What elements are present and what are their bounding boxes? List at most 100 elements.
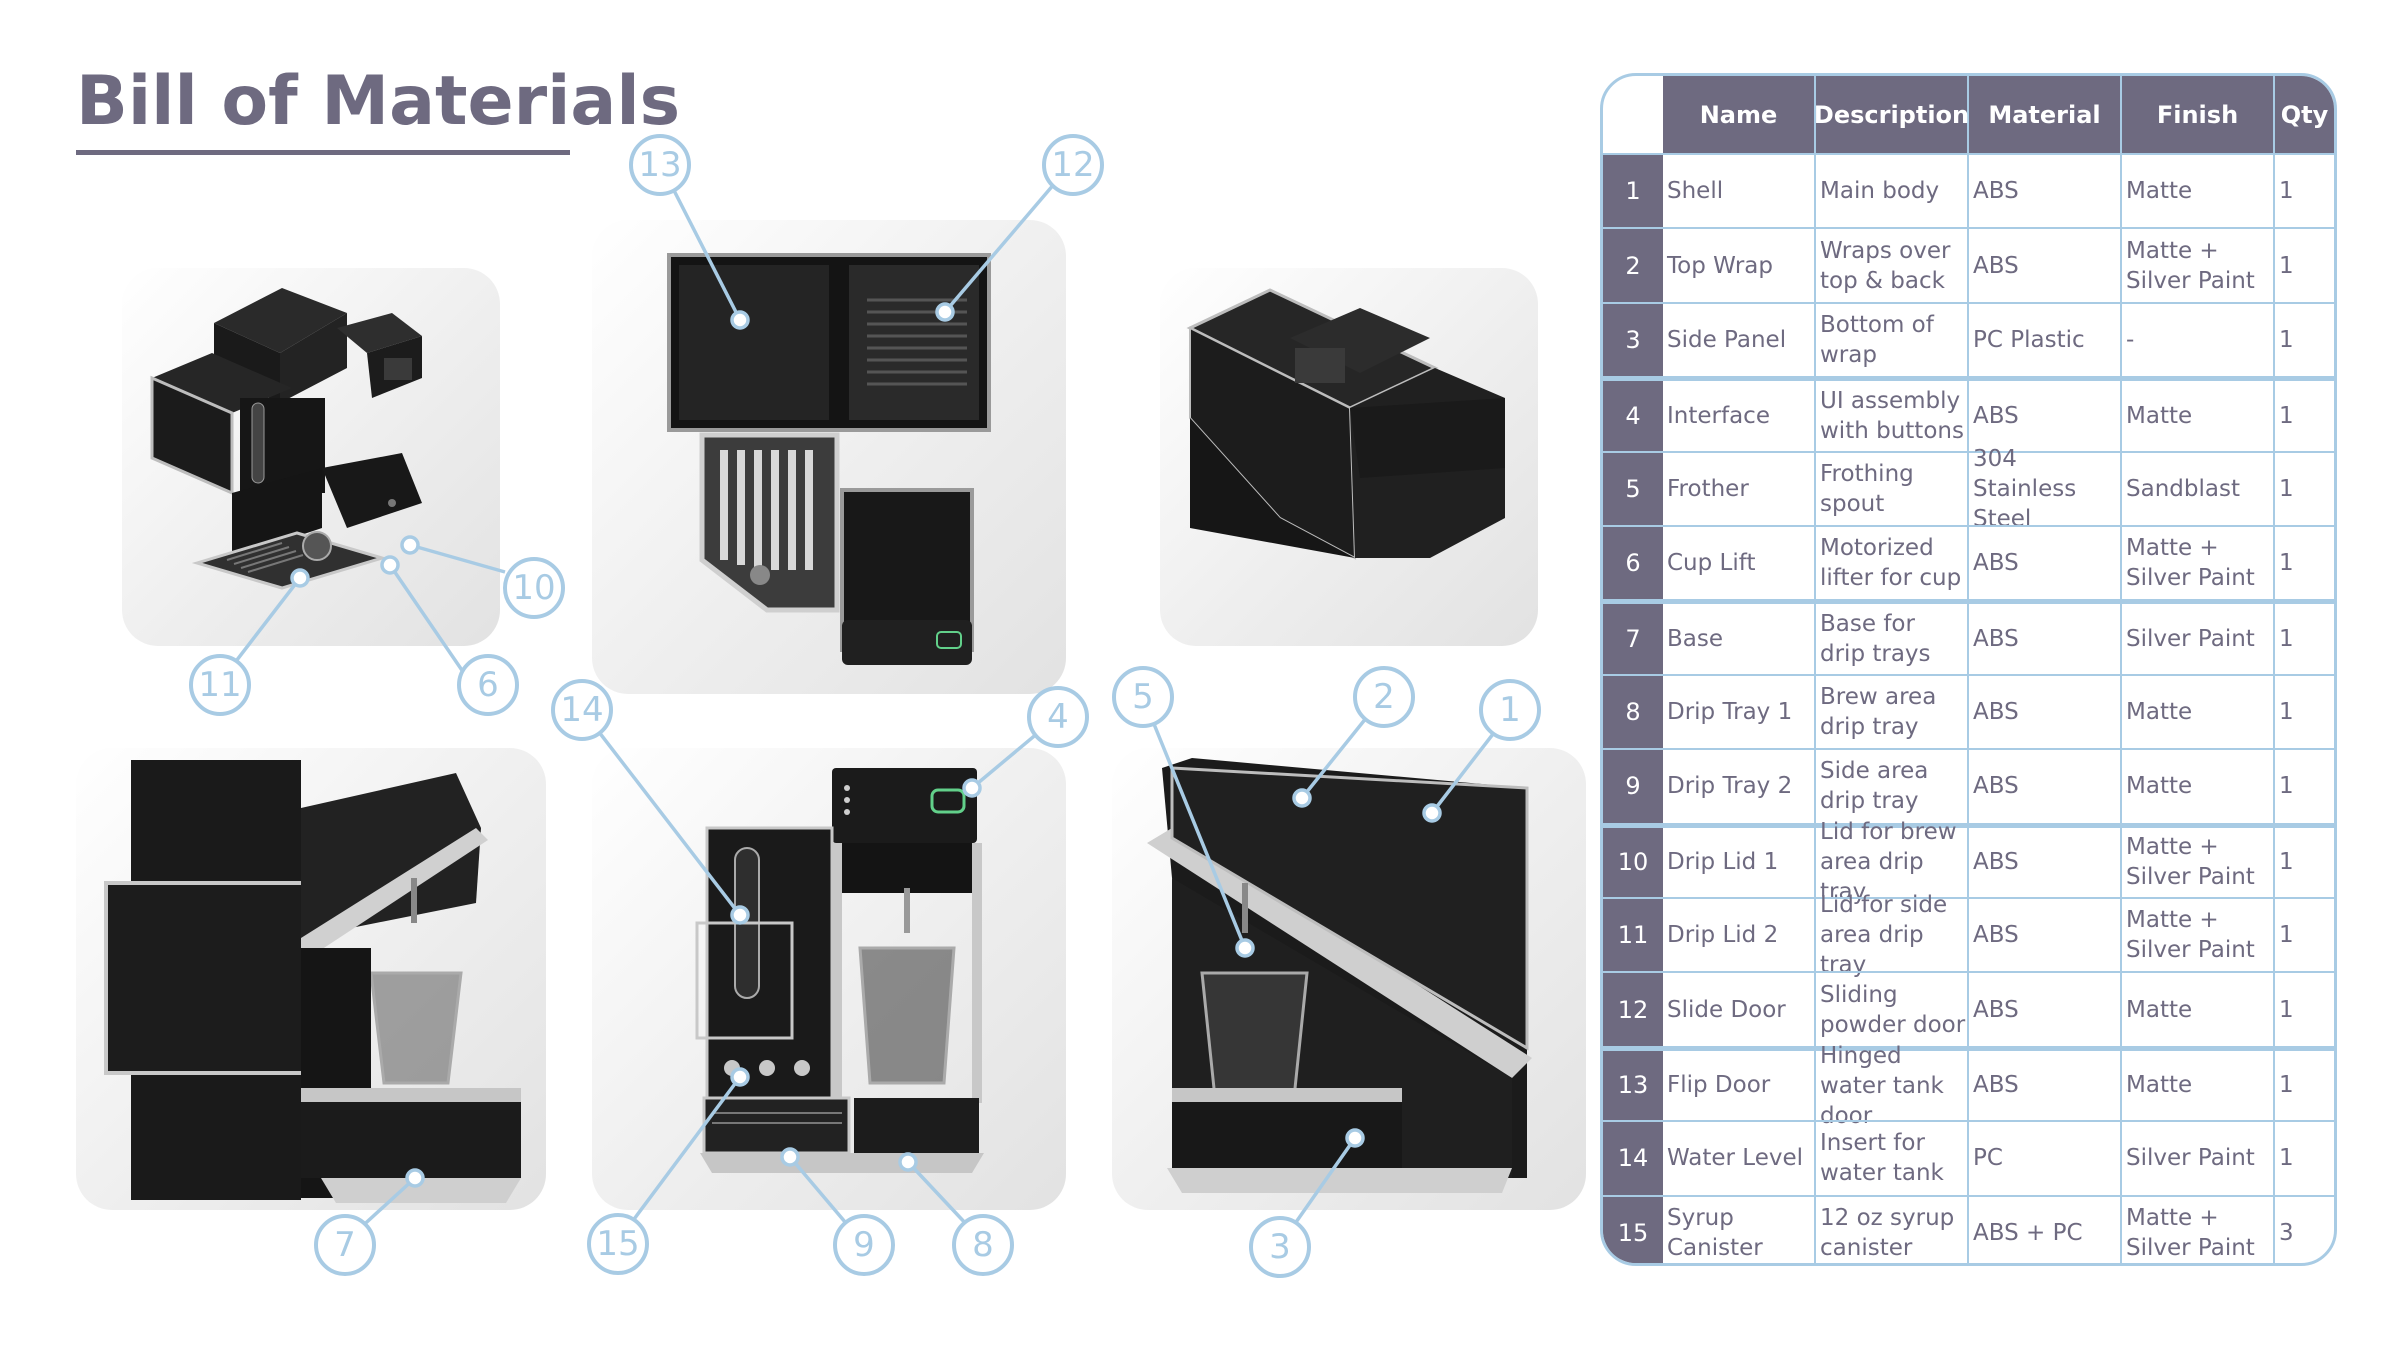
row-number: 7 <box>1603 604 1663 674</box>
cell-name: Interface <box>1663 381 1816 451</box>
cell-material: PC Plastic <box>1969 303 2122 377</box>
callout-7: 7 <box>314 1214 376 1276</box>
callout-9: 9 <box>833 1214 895 1276</box>
cell-qty: 1 <box>2279 1145 2294 1172</box>
cell-qty: 1 <box>2279 849 2294 876</box>
view-side-right <box>1112 748 1586 1210</box>
cell-material: ABS <box>1969 827 2122 897</box>
view-front <box>592 748 1066 1210</box>
cell-finish: Matte <box>2122 675 2275 749</box>
cell-finish: Matte + Silver Paint <box>2122 1196 2275 1263</box>
cell-name: Slide Door <box>1663 973 1816 1046</box>
cell-finish: Matte <box>2122 750 2275 823</box>
header-description: Description <box>1814 76 1969 153</box>
cell-qty: 3 <box>2279 1219 2294 1246</box>
cell-qty: 1 <box>2279 626 2294 653</box>
cell-qty: 1 <box>2279 1072 2294 1099</box>
cell-qty: 1 <box>2279 402 2294 429</box>
cell-description: Lid for brew area drip tray <box>1816 819 1969 905</box>
cell-finish: Matte + Silver Paint <box>2122 899 2275 972</box>
machine-side-left-illustration <box>104 760 521 1203</box>
callout-1: 1 <box>1479 679 1541 741</box>
table-row: 11 Drip Lid 2 Lid for side area drip tra… <box>1603 892 2334 978</box>
row-number: 14 <box>1603 1122 1663 1195</box>
cell-finish: Silver Paint <box>2122 604 2275 674</box>
row-number: 9 <box>1603 750 1663 823</box>
cell-material: ABS <box>1969 155 2122 228</box>
row-number: 6 <box>1603 527 1663 600</box>
cell-name: Cup Lift <box>1663 527 1816 600</box>
cell-material: ABS + PC <box>1969 1196 2122 1263</box>
cell-name: Syrup Canister <box>1663 1196 1816 1263</box>
callout-14: 14 <box>551 679 613 741</box>
cell-material: 304 Stainless Steel <box>1969 446 2122 532</box>
header-material: Material <box>1969 76 2122 153</box>
cell-material: ABS <box>1969 229 2122 302</box>
row-number: 4 <box>1603 381 1663 451</box>
row-number: 11 <box>1603 899 1663 972</box>
table-row: 8 Drip Tray 1 Brew area drip tray ABS Ma… <box>1603 673 2334 749</box>
callout-13: 13 <box>629 134 691 196</box>
cell-description: Hinged water tank door <box>1816 1043 1969 1129</box>
table-row: 13 Flip Door Hinged water tank door ABS … <box>1603 1043 2334 1129</box>
callout-2: 2 <box>1353 666 1415 728</box>
callout-15: 15 <box>587 1213 649 1275</box>
cell-name: Top Wrap <box>1663 229 1816 302</box>
cell-finish: Matte <box>2122 381 2275 451</box>
cell-finish: Matte <box>2122 973 2275 1046</box>
page-title: Bill of Materials <box>76 62 681 141</box>
callout-4: 4 <box>1027 686 1089 748</box>
header-qty: Qty <box>2280 100 2329 129</box>
cell-name: Water Level <box>1663 1122 1816 1195</box>
title-underline <box>76 150 570 155</box>
table-row: 6 Cup Lift Motorized lifter for cup ABS … <box>1603 525 2334 600</box>
cell-material: ABS <box>1969 675 2122 749</box>
cell-finish: Matte + Silver Paint <box>2122 229 2275 302</box>
row-number: 13 <box>1603 1050 1663 1121</box>
cell-name: Drip Lid 2 <box>1663 899 1816 972</box>
cell-description: Insert for water tank <box>1816 1122 1969 1195</box>
cell-material: ABS <box>1969 527 2122 600</box>
machine-top-illustration <box>667 253 991 665</box>
row-number: 5 <box>1603 452 1663 525</box>
row-number: 8 <box>1603 675 1663 749</box>
cell-name: Drip Tray 1 <box>1663 675 1816 749</box>
cell-material: ABS <box>1969 381 2122 451</box>
cell-description: Brew area drip tray <box>1816 675 1969 749</box>
callout-8: 8 <box>952 1214 1014 1276</box>
callout-12: 12 <box>1042 134 1104 196</box>
cell-description: Sliding powder door <box>1816 973 1969 1046</box>
cell-description: Base for drip trays <box>1816 604 1969 674</box>
cell-finish: Matte <box>2122 1050 2275 1121</box>
cell-qty: 1 <box>2279 326 2294 353</box>
cell-material: ABS <box>1969 973 2122 1046</box>
table-row: 12 Slide Door Sliding powder door ABS Ma… <box>1603 971 2334 1046</box>
cell-material: ABS <box>1969 1050 2122 1121</box>
view-top <box>592 220 1066 694</box>
callout-11: 11 <box>189 654 251 716</box>
row-number: 1 <box>1603 155 1663 228</box>
cell-name: Drip Tray 2 <box>1663 750 1816 823</box>
cell-qty: 1 <box>2279 550 2294 577</box>
machine-isometric-illustration <box>150 288 422 590</box>
cell-qty: 1 <box>2279 922 2294 949</box>
cell-qty: 1 <box>2279 698 2294 725</box>
bom-table: Name Description Material Finish Qty 1 S… <box>1600 73 2337 1266</box>
table-row: 9 Drip Tray 2 Side area drip tray ABS Ma… <box>1603 748 2334 823</box>
callout-10: 10 <box>503 557 565 619</box>
cell-finish: Matte <box>2122 155 2275 228</box>
cell-name: Drip Lid 1 <box>1663 827 1816 897</box>
cell-material: PC <box>1969 1122 2122 1195</box>
row-number: 10 <box>1603 827 1663 897</box>
header-finish: Finish <box>2122 76 2275 153</box>
cell-qty: 1 <box>2279 252 2294 279</box>
cell-name: Flip Door <box>1663 1050 1816 1121</box>
bom-table-header: Name Description Material Finish Qty <box>1663 76 2334 153</box>
table-row: 4 Interface UI assembly with buttons ABS… <box>1603 376 2334 451</box>
cell-description: Side area drip tray <box>1816 750 1969 823</box>
cell-qty: 1 <box>2279 773 2294 800</box>
cell-description: Bottom of wrap <box>1816 303 1969 377</box>
table-row: 14 Water Level Insert for water tank PC … <box>1603 1120 2334 1195</box>
row-number: 12 <box>1603 973 1663 1046</box>
cell-description: Motorized lifter for cup <box>1816 527 1969 600</box>
